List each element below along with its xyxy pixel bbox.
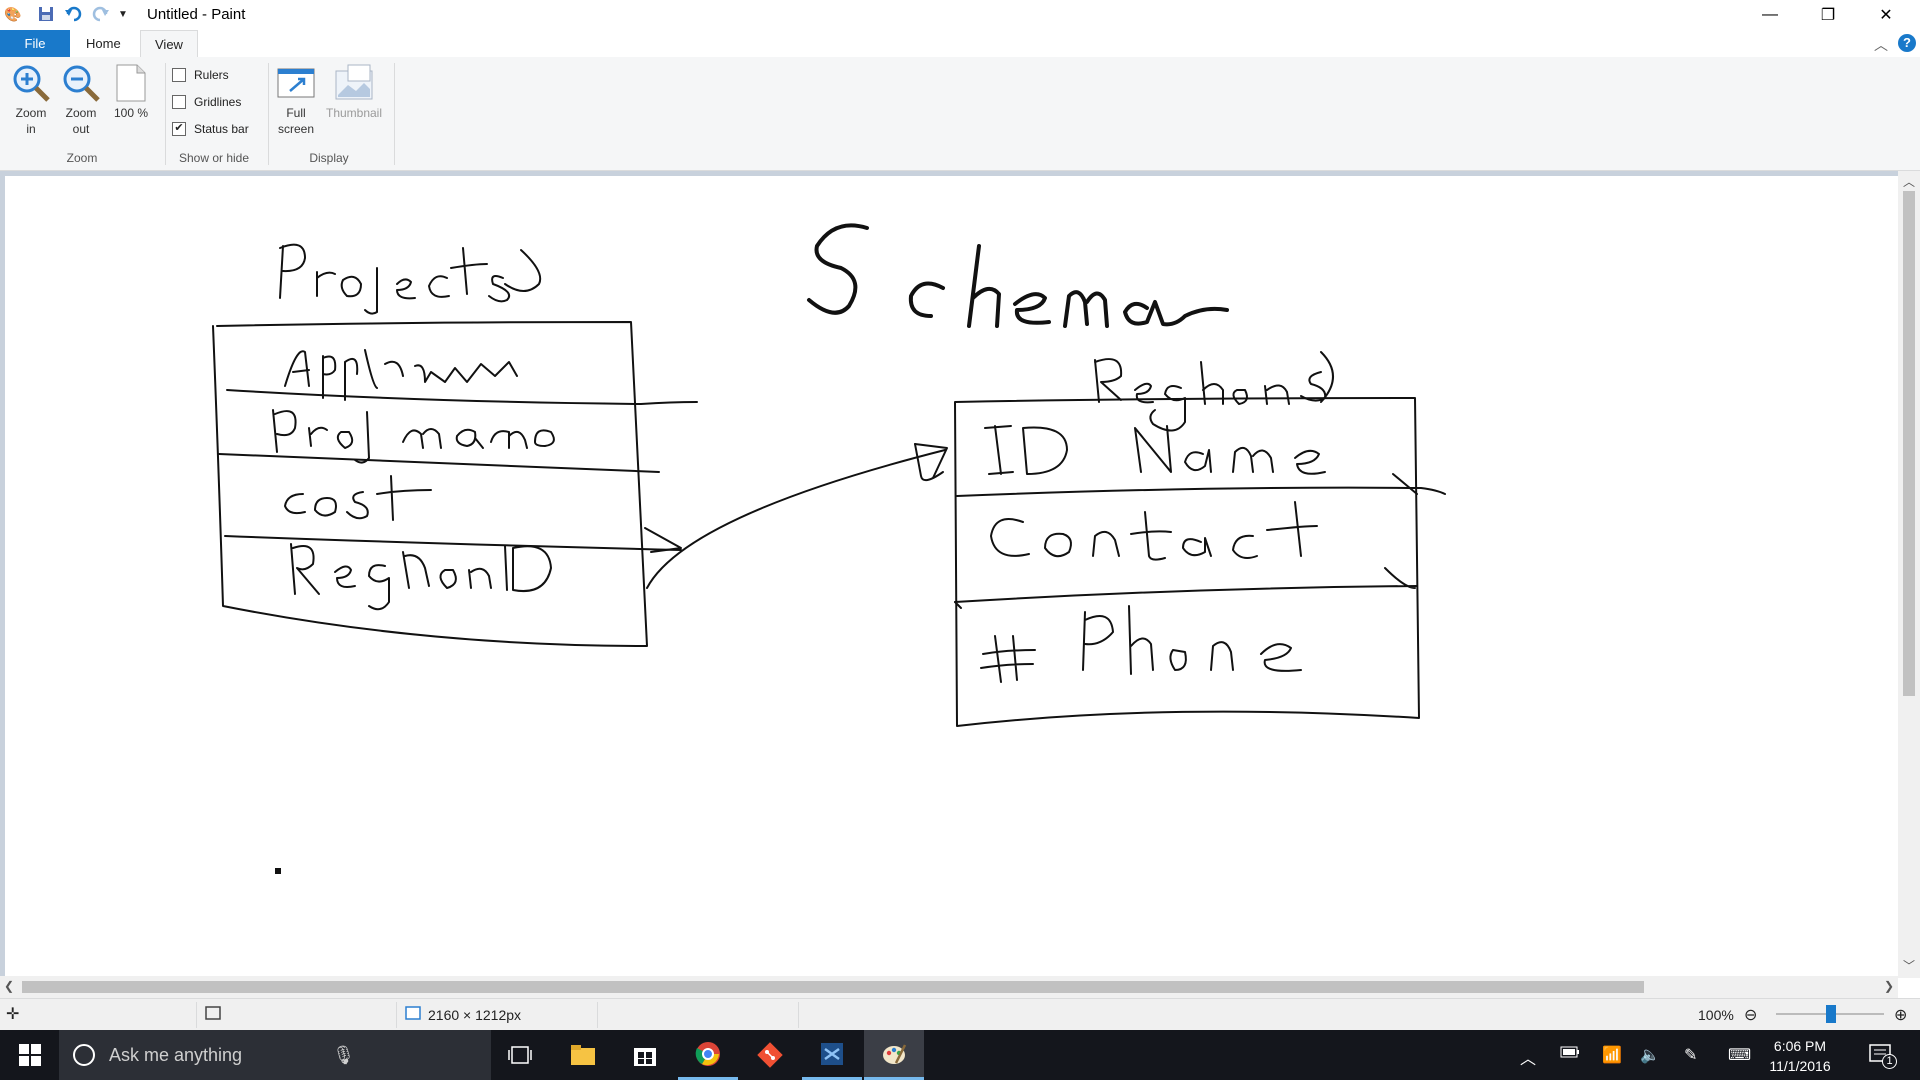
undo-icon[interactable] — [64, 6, 82, 25]
hundred-percent-label: 100 % — [113, 106, 149, 120]
minimize-icon[interactable]: — — [1762, 6, 1778, 23]
vertical-scroll-thumb[interactable] — [1903, 191, 1915, 696]
search-placeholder: Ask me anything — [109, 1044, 243, 1065]
cortana-icon — [73, 1044, 95, 1066]
customize-qat-icon[interactable]: ▼ — [118, 9, 128, 20]
image-size-icon — [405, 1006, 421, 1023]
zoom-in-label: Zoom in — [15, 106, 47, 136]
windows-start-icon[interactable] — [0, 1030, 60, 1080]
paint-app-icon[interactable]: 🎨 — [4, 6, 22, 22]
rulers-checkbox[interactable]: Rulers — [172, 68, 229, 82]
gridlines-label: Gridlines — [194, 95, 242, 109]
zoom-group-label: Zoom — [66, 151, 98, 165]
hundred-percent-button[interactable]: 100 % — [110, 63, 152, 121]
status-bar-checkbox[interactable]: ✔ Status bar — [172, 122, 249, 136]
full-screen-button[interactable]: Full screen — [272, 63, 320, 137]
help-icon[interactable]: ? — [1898, 34, 1916, 52]
ribbon: Zoom in Zoom out 100 % Zoom Rulers Gridl… — [0, 57, 1920, 171]
title-bar: 🎨 ▼ Untitled - Paint — ❐ ✕ — [0, 0, 1920, 30]
status-divider — [798, 1002, 799, 1028]
thumbnail-icon — [334, 63, 374, 103]
volume-icon[interactable]: 🔈 — [1640, 1047, 1660, 1064]
restore-icon[interactable]: ❐ — [1820, 7, 1836, 24]
thumbnail-button[interactable]: Thumbnail — [322, 63, 386, 121]
full-screen-label: Full screen — [277, 106, 315, 136]
ribbon-separator — [394, 63, 395, 165]
task-view-icon[interactable] — [490, 1030, 550, 1080]
zoom-slider-knob[interactable] — [1826, 1005, 1836, 1023]
zoom-in-button[interactable]: Zoom in — [10, 63, 52, 137]
zoom-plus-icon[interactable]: ⊕ — [1894, 1007, 1908, 1024]
scroll-right-icon[interactable]: ❯ — [1884, 979, 1895, 993]
keyboard-icon[interactable]: ⌨ — [1728, 1047, 1752, 1064]
git-icon[interactable] — [740, 1030, 800, 1080]
ribbon-separator — [165, 63, 166, 165]
zoom-out-label: Zoom out — [65, 106, 97, 136]
tab-file[interactable]: File — [0, 30, 70, 57]
horizontal-scroll-thumb[interactable] — [22, 981, 1644, 993]
display-group-label: Display — [309, 151, 349, 165]
system-clock[interactable]: 6:06 PM 11/1/2016 — [1760, 1036, 1840, 1076]
ribbon-separator — [268, 63, 269, 165]
close-icon[interactable]: ✕ — [1879, 7, 1893, 24]
status-divider — [196, 1002, 197, 1028]
tab-home[interactable]: Home — [86, 36, 121, 51]
move-cursor-icon: ✛ — [6, 1006, 20, 1023]
status-bar-label: Status bar — [194, 122, 249, 136]
gridlines-checkbox-box[interactable] — [172, 95, 186, 109]
drawing-canvas[interactable] — [5, 176, 1898, 979]
scroll-left-icon[interactable]: ❮ — [4, 979, 15, 993]
chrome-icon[interactable] — [678, 1030, 738, 1080]
zoom-minus-icon[interactable]: ⊖ — [1744, 1007, 1758, 1024]
selection-size-icon — [205, 1006, 221, 1023]
visual-studio-icon[interactable] — [802, 1030, 862, 1080]
zoom-out-icon — [61, 63, 101, 103]
scroll-down-icon[interactable]: ﹀ — [1903, 959, 1916, 973]
window-title: Untitled - Paint — [147, 6, 246, 23]
scroll-up-icon[interactable]: ︿ — [1903, 175, 1916, 189]
pen-icon[interactable]: ✎ — [1684, 1047, 1698, 1064]
chevron-up-icon[interactable]: ︿ — [1520, 1051, 1537, 1068]
status-bar: ✛ 2160 × 1212px 100% ⊖ ⊕ — [0, 998, 1920, 1031]
zoom-slider[interactable] — [1776, 1005, 1884, 1023]
store-icon[interactable] — [615, 1030, 675, 1080]
gridlines-checkbox[interactable]: Gridlines — [172, 95, 241, 109]
zoom-in-icon — [11, 63, 51, 103]
tab-view[interactable]: View — [140, 30, 198, 58]
battery-icon[interactable] — [1560, 1045, 1580, 1063]
rulers-label: Rulers — [194, 68, 229, 82]
microphone-icon[interactable]: 🎙 — [332, 1044, 355, 1065]
ribbon-tabs: File Home View ︿ ? — [0, 30, 1920, 58]
status-divider — [396, 1002, 397, 1028]
vertical-scrollbar[interactable]: ︿ ﹀ — [1898, 171, 1920, 978]
full-screen-icon — [276, 63, 316, 103]
status-bar-checkbox-box[interactable]: ✔ — [172, 122, 186, 136]
showhide-group-label: Show or hide — [178, 151, 250, 165]
zoom-out-button[interactable]: Zoom out — [60, 63, 102, 137]
rulers-checkbox-box[interactable] — [172, 68, 186, 82]
status-divider — [597, 1002, 598, 1028]
save-icon[interactable] — [38, 6, 54, 25]
image-size-text: 2160 × 1212px — [428, 1007, 522, 1023]
canvas-area — [0, 171, 1920, 979]
wifi-icon[interactable]: 📶 — [1602, 1047, 1622, 1064]
clock-time: 6:06 PM — [1773, 1038, 1827, 1054]
sketch-drawing — [212, 223, 1446, 874]
clock-date: 11/1/2016 — [1769, 1058, 1831, 1074]
notification-count: 1 — [1882, 1054, 1897, 1069]
paint-taskbar-icon[interactable] — [864, 1030, 924, 1080]
taskbar: Ask me anything 🎙 ︿ 📶 🔈 ✎ ⌨ 6:06 PM 11/1… — [0, 1030, 1920, 1080]
page-100-icon — [111, 63, 151, 103]
file-explorer-icon[interactable] — [553, 1030, 613, 1080]
horizontal-scrollbar[interactable]: ❮ ❯ — [0, 976, 1898, 998]
zoom-level: 100% — [1698, 1007, 1734, 1023]
cortana-search-box[interactable]: Ask me anything 🎙 — [59, 1030, 491, 1080]
thumbnail-label: Thumbnail — [325, 106, 383, 120]
collapse-ribbon-icon[interactable]: ︿ — [1874, 37, 1888, 53]
redo-icon[interactable] — [92, 6, 110, 25]
action-center-icon[interactable]: 1 — [1868, 1042, 1897, 1073]
